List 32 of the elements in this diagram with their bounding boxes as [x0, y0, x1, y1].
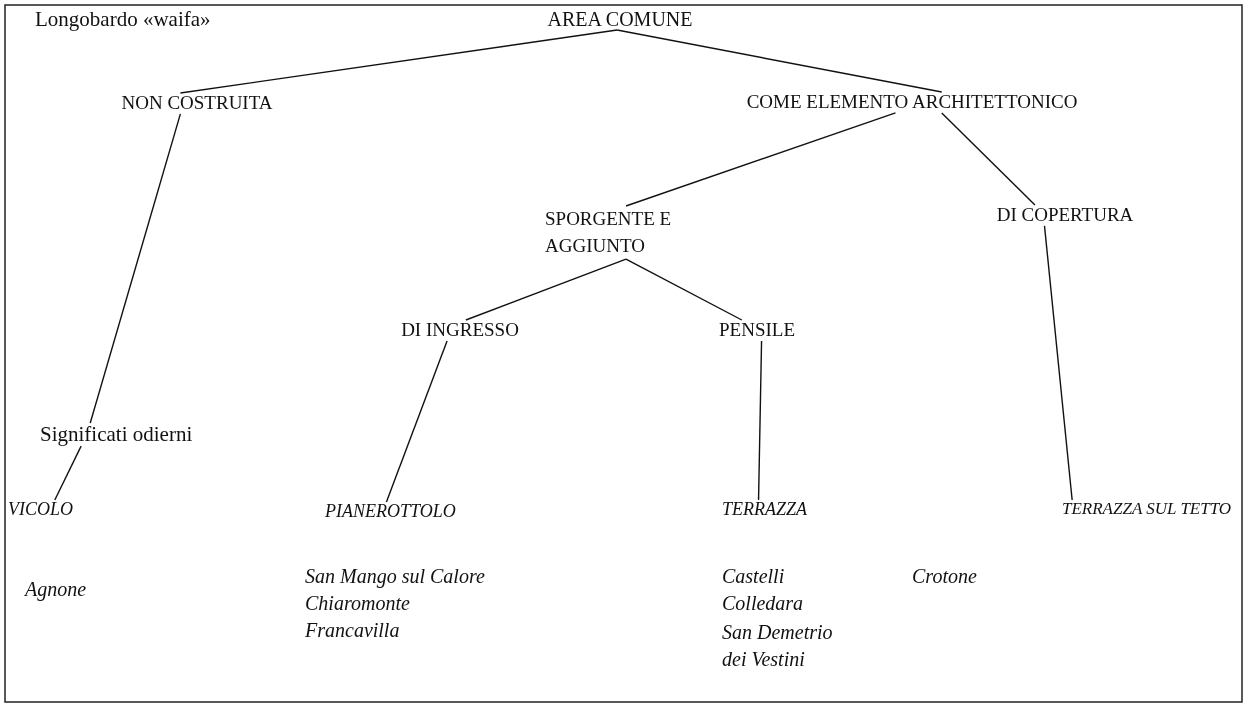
place-name: Crotone: [912, 565, 977, 587]
place-name: Agnone: [25, 578, 87, 600]
category-label: NON COSTRUITA: [121, 93, 273, 114]
place-name: Francavilla: [305, 619, 400, 641]
place-name: Castelli: [722, 565, 785, 587]
place-name: San Demetrio dei Vestini: [722, 620, 834, 672]
category-label: COME ELEMENTO ARCHITETTONICO: [746, 92, 1078, 113]
place-name: San Mango sul Calore: [305, 565, 485, 587]
category-label: Significati odierni: [40, 423, 193, 447]
place-name: Chiaromonte: [305, 592, 410, 614]
connector-line: [89, 113, 182, 424]
category-label: TERRAZZA SUL TETTO: [1062, 500, 1232, 519]
caption-text: Longobardo «waifa»: [35, 8, 211, 32]
connector-line: [616, 29, 943, 93]
category-label: AREA COMUNE: [547, 8, 693, 30]
connector-line: [465, 258, 627, 321]
category-label: DI COPERTURA: [996, 205, 1134, 226]
connector-line: [941, 112, 1036, 206]
category-label: DI INGRESSO: [401, 320, 519, 341]
connector-line: [625, 112, 897, 207]
connector-line: [54, 445, 82, 501]
connector-line: [625, 258, 743, 321]
category-label: PIANEROTTOLO: [325, 502, 456, 522]
connector-line: [179, 29, 618, 94]
category-label: PENSILE: [719, 320, 795, 341]
category-label: TERRAZZA: [722, 500, 807, 520]
place-name: Colledara: [722, 592, 804, 614]
connector-line: [757, 340, 763, 501]
category-label: SPORGENTE E AGGIUNTO: [545, 206, 725, 260]
connector-line: [385, 340, 448, 503]
connector-line: [1043, 225, 1073, 501]
category-label: VICOLO: [8, 500, 73, 520]
